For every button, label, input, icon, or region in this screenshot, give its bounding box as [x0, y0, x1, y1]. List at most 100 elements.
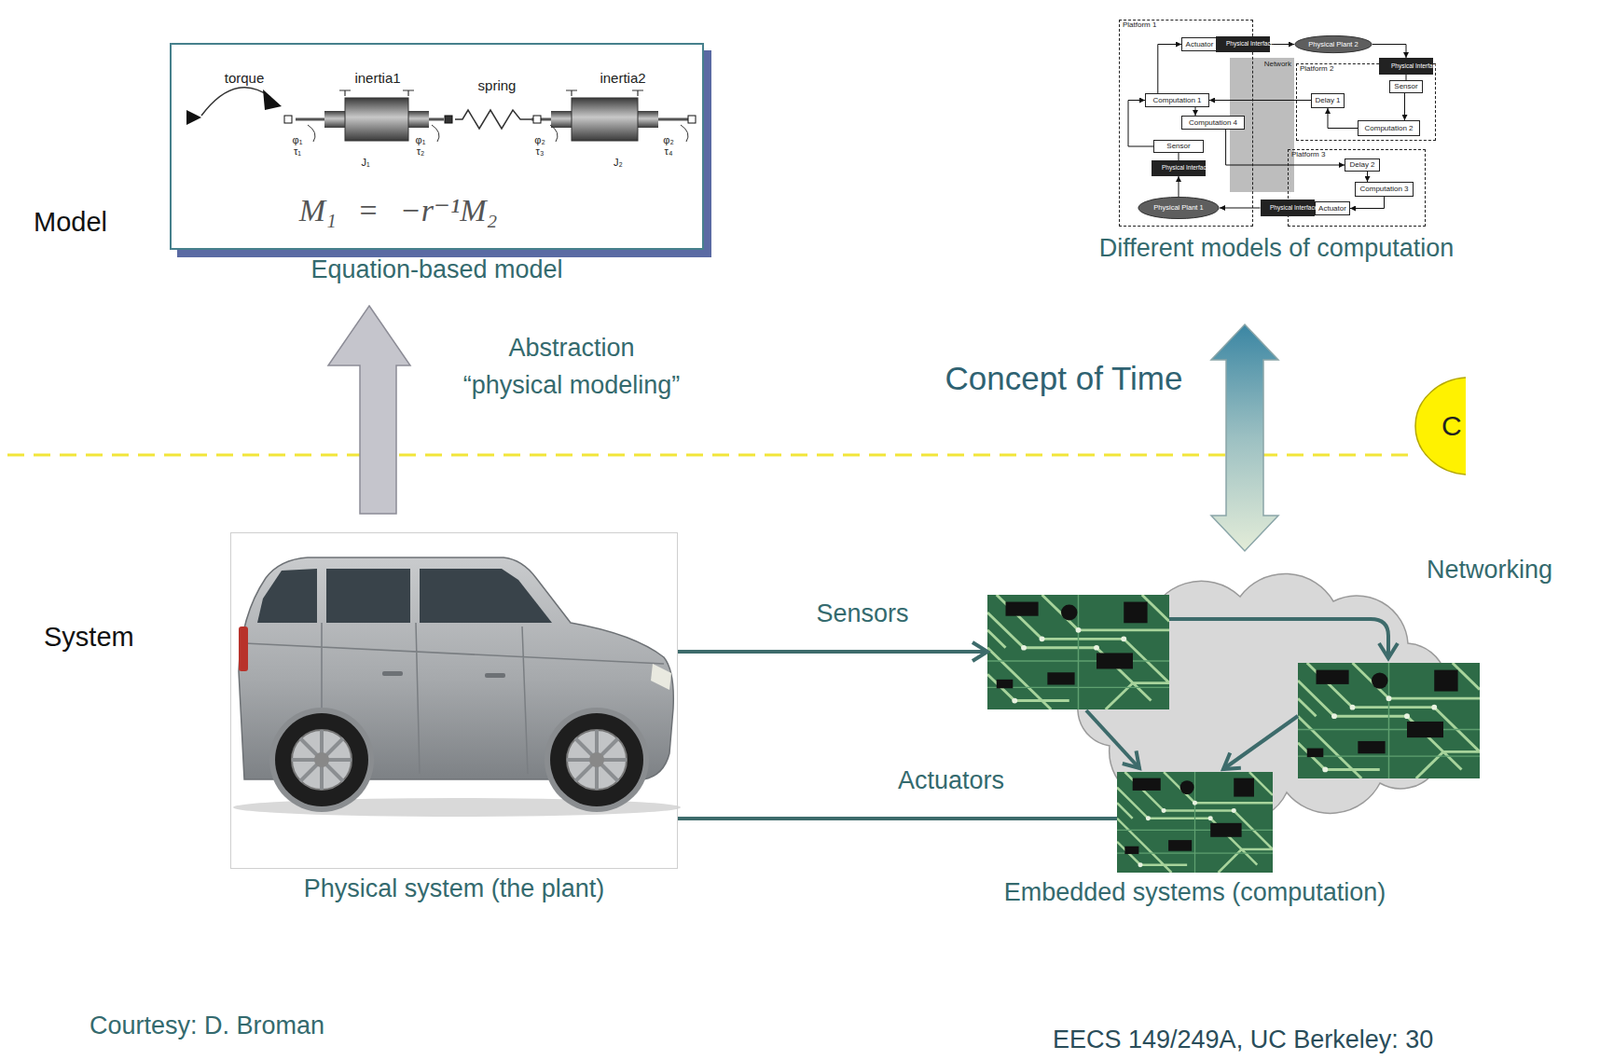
car-illustration-part	[484, 673, 506, 678]
car-illustration-part	[382, 671, 403, 676]
abstraction-arrow	[328, 305, 411, 514]
actor-box: Computation 4	[1181, 115, 1245, 130]
actor-box: Delay 2	[1344, 158, 1380, 172]
box-label: Computation 3	[1359, 185, 1408, 194]
box-label: Computation 1	[1152, 96, 1201, 105]
inertia-symbol: J₂	[613, 156, 623, 169]
mechanical-model-part	[201, 87, 271, 116]
network-label: Network	[1264, 60, 1292, 69]
signal-name: φ₁	[415, 134, 427, 147]
circuit-board	[1117, 772, 1273, 873]
plant-ellipse: Physical Plant 1	[1137, 196, 1220, 220]
box-label: Physical Interface	[1391, 63, 1421, 70]
equation: M₁ = −r⁻¹M₂	[299, 192, 498, 229]
car-illustration-part	[544, 707, 649, 813]
signal-arrow	[677, 816, 1118, 821]
car-illustration-part	[238, 626, 249, 672]
signal-name: φ₁	[292, 134, 304, 147]
dataflow-arrow	[1404, 93, 1406, 121]
part-name: inertia2	[599, 69, 646, 86]
actor-box: Sensor	[1389, 80, 1423, 94]
interface-box: Physical Interface	[1260, 199, 1315, 217]
credit-note: Courtesy: D. Broman	[89, 1011, 325, 1041]
footer-note: EECS 149/249A, UC Berkeley: 30	[1052, 1025, 1434, 1055]
car-illustration-part	[269, 707, 374, 813]
box-label: Computation 4	[1188, 119, 1238, 127]
platform-label: Platform 1	[1122, 21, 1157, 29]
dataflow-arrow	[1158, 44, 1182, 95]
box-label: Sensor	[1166, 142, 1190, 151]
plant-ellipse-outline	[1138, 196, 1219, 219]
car-illustration-part	[550, 713, 644, 807]
box-label: Physical Interface	[1269, 205, 1305, 212]
network-arrows-part	[1086, 710, 1140, 769]
arrow-label: Abstraction	[508, 333, 635, 363]
box-label: Computation 2	[1364, 124, 1413, 133]
signal-name: τ₄	[664, 145, 674, 158]
network-cloud: NetworkingEmbedded systems (computation)	[987, 586, 1480, 877]
mechanical-model-part	[688, 115, 696, 124]
signal-name: τ₃	[536, 145, 545, 158]
network-arrows-part	[1169, 619, 1389, 659]
computation-model: Different models of computationPlatform …	[1115, 17, 1438, 229]
time-arrow	[1211, 324, 1279, 552]
platform-box: Platform 2Physical InterfaceSensorDelay …	[1296, 63, 1436, 141]
car-illustration-part	[291, 730, 627, 790]
mechanical-model-part	[324, 110, 345, 128]
caption: Equation-based model	[310, 255, 563, 285]
car-illustration-part	[326, 568, 411, 623]
plant-picture: Physical system (the plant)	[230, 532, 678, 869]
yellow-ellipse-part	[1415, 377, 1466, 475]
network-band: Network	[1229, 57, 1295, 193]
mechanical-model-part	[444, 115, 453, 124]
arrow-label: “physical modeling”	[463, 371, 681, 400]
dataflow-arrow	[1195, 107, 1197, 116]
mechanical-model-part	[307, 124, 689, 142]
dataflow-arrow	[1178, 152, 1180, 161]
dataflow-arrow	[1366, 171, 1368, 182]
circuit-board	[1297, 662, 1480, 779]
part-name: inertia1	[354, 69, 400, 86]
arrow-label: Concept of Time	[945, 359, 1184, 398]
platform-box: Platform 1 ActuatorPhysical Interface Comp…	[1118, 19, 1254, 227]
network-arrows	[1086, 619, 1389, 770]
box-label: Sensor	[1393, 82, 1418, 91]
signal-arrow	[677, 649, 988, 654]
signal-name: φ₂	[662, 134, 674, 147]
yellow-callout: C	[1415, 377, 1463, 475]
box-label: Physical Interface	[1161, 165, 1196, 172]
plant-ellipse-outline	[1295, 35, 1372, 53]
network-arrows-part	[1223, 716, 1298, 770]
actor-box: Sensor	[1153, 139, 1204, 153]
inertia-symbol: J₁	[360, 156, 370, 169]
platform-box: Platform 3Delay 2Computation 3ActuatorPh…	[1287, 149, 1426, 227]
caption: Embedded systems (computation)	[1004, 878, 1387, 908]
yellow-ellipse	[1415, 377, 1466, 475]
mechanical-model	[186, 87, 696, 142]
platform-label: Platform 3	[1291, 151, 1325, 159]
row-label: System	[43, 621, 135, 653]
car-illustration	[233, 557, 681, 817]
mechanical-model-part	[408, 110, 429, 128]
mechanical-model-part	[344, 97, 409, 141]
plant-ellipse: Physical Plant 2	[1294, 35, 1373, 54]
mechanical-model-part	[455, 110, 532, 129]
mechanical-model-part	[571, 97, 638, 141]
car-illustration-part	[650, 663, 672, 690]
box-label: Physical Plant 2	[1308, 41, 1358, 49]
car-illustration-part	[419, 568, 552, 623]
mechanical-model-part	[637, 110, 659, 128]
dataflow-arrow	[1226, 129, 1345, 166]
signal-name: τ₂	[416, 145, 426, 158]
connector-label: Actuators	[894, 766, 1008, 796]
interface-box: Physical Interface	[1379, 57, 1434, 75]
actor-box: Actuator	[1181, 37, 1218, 52]
mechanical-model-part	[551, 110, 572, 128]
caption: Networking	[1426, 555, 1553, 585]
car-illustration-part	[314, 752, 330, 768]
dataflow-arrow	[1178, 176, 1180, 197]
actor-box: Actuator	[1314, 201, 1351, 216]
box-label: Delay 2	[1349, 161, 1375, 169]
platform-label: Platform 2	[1299, 65, 1334, 73]
